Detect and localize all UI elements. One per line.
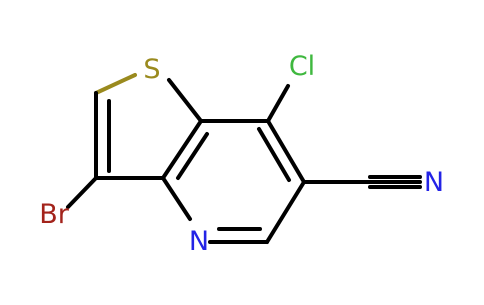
bond-s-c2 [94,73,137,95]
chlorine-label: Cl [289,51,315,82]
bond-c7a-s [167,78,203,123]
bond-c7a-c3a-double [176,132,209,180]
bond-c6-c7-double [257,127,291,182]
ring-nitrogen-label: N [189,226,209,257]
sulfur-label: S [143,54,160,85]
bonds [66,73,422,244]
bond-c5-c6 [265,180,306,244]
bond-c3a-n [161,176,192,221]
atom-labels: S Cl Br N N [39,51,444,257]
bond-c3-br [66,176,98,209]
nitrile-nitrogen-label: N [424,167,444,198]
bond-c6-c7 [266,119,306,184]
bond-c3a-c7a [161,119,203,180]
bromine-label: Br [39,199,70,230]
bond-c7-cl [266,84,290,123]
